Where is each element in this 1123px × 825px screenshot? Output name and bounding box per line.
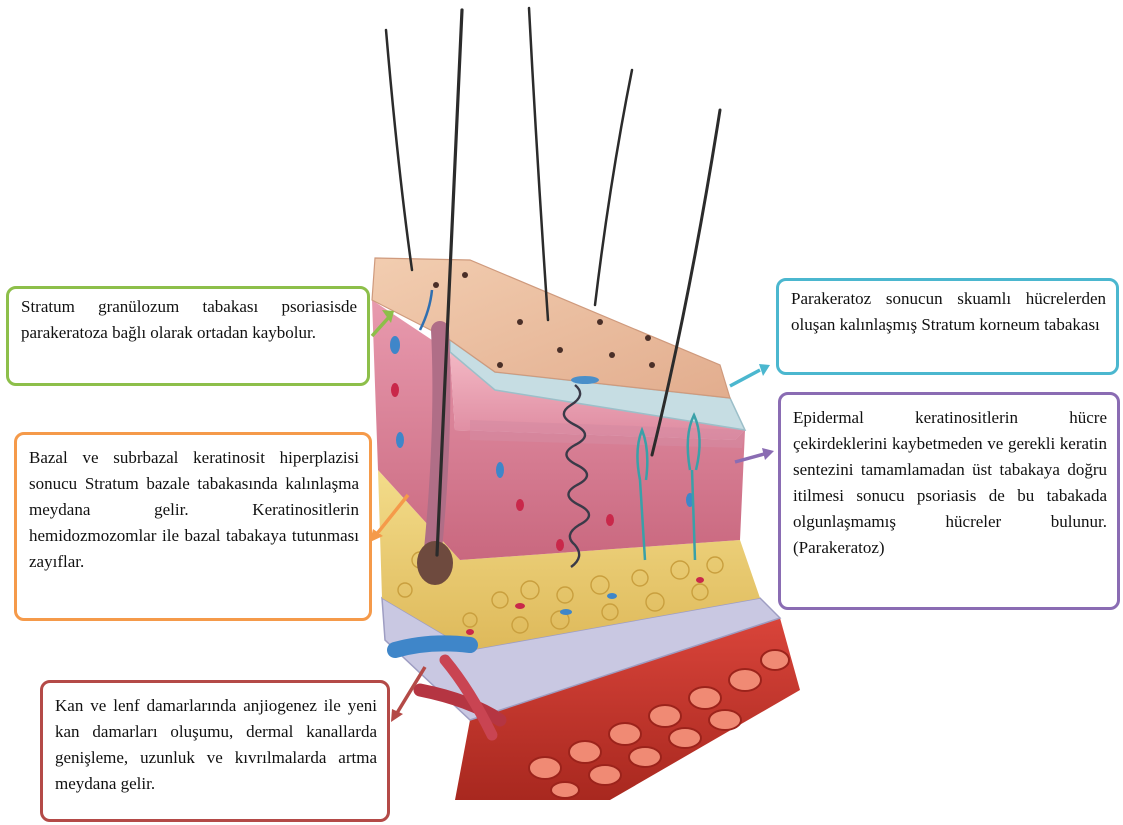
callout-stratum-granulosum-text: Stratum granülozum tabakası psoriasisde …	[21, 294, 357, 346]
arrow-cyan	[730, 370, 760, 386]
callout-stratum-granulosum: Stratum granülozum tabakası psoriasisde …	[6, 286, 370, 386]
callout-stratum-corneum-text: Parakeratoz sonucun skuamlı hücrelerden …	[791, 286, 1106, 338]
callout-parakeratosis-text: Epidermal keratinositlerin hücre çekirde…	[793, 405, 1107, 561]
callout-basal-hyperplasia: Bazal ve subrbazal keratinosit hiperplaz…	[14, 432, 372, 621]
callout-stratum-corneum: Parakeratoz sonucun skuamlı hücrelerden …	[776, 278, 1119, 375]
callout-parakeratosis: Epidermal keratinositlerin hücre çekirde…	[778, 392, 1120, 610]
callout-angiogenesis-text: Kan ve lenf damarlarında anjiogenez ile …	[55, 693, 377, 797]
callout-angiogenesis: Kan ve lenf damarlarında anjiogenez ile …	[40, 680, 390, 822]
callout-basal-hyperplasia-text: Bazal ve subrbazal keratinosit hiperplaz…	[29, 445, 359, 575]
